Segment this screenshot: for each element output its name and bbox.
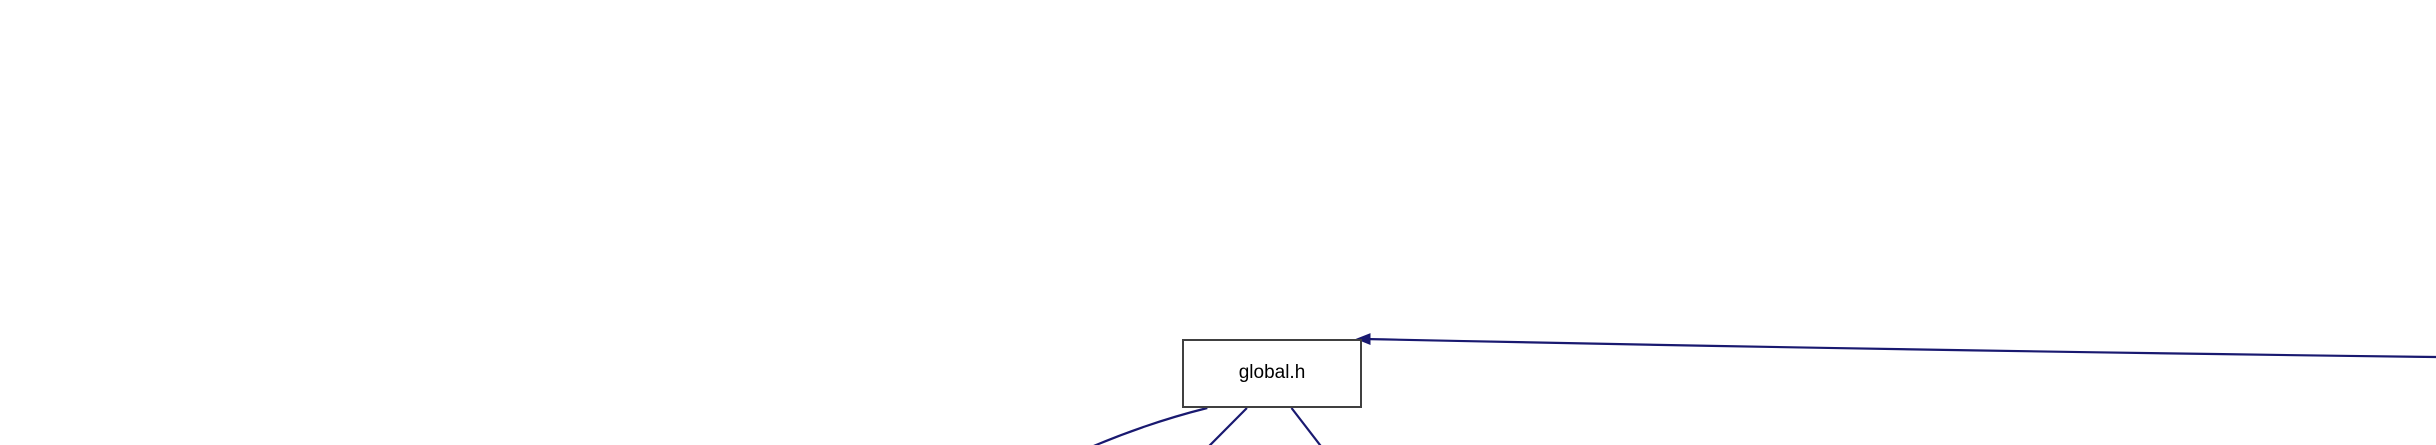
edge-global-to-string xyxy=(1208,407,1248,445)
edge-global-to-plasma xyxy=(1093,406,1208,445)
graph-node-global[interactable]: global.h xyxy=(1182,339,1362,408)
edge-common-to-context xyxy=(1709,363,2436,445)
edge-core_blas-to-cblas xyxy=(1955,408,2436,445)
edge-core_blas-to-quark xyxy=(1823,408,2436,445)
edge-common-to-global xyxy=(1369,338,2436,359)
edge-global-to-pthread xyxy=(1290,407,1322,445)
arrowhead-common-to-global xyxy=(1355,333,1371,346)
edge-common-to-quark xyxy=(1823,363,2436,445)
edge-core_blas-to-core_zblas xyxy=(2207,408,2436,445)
